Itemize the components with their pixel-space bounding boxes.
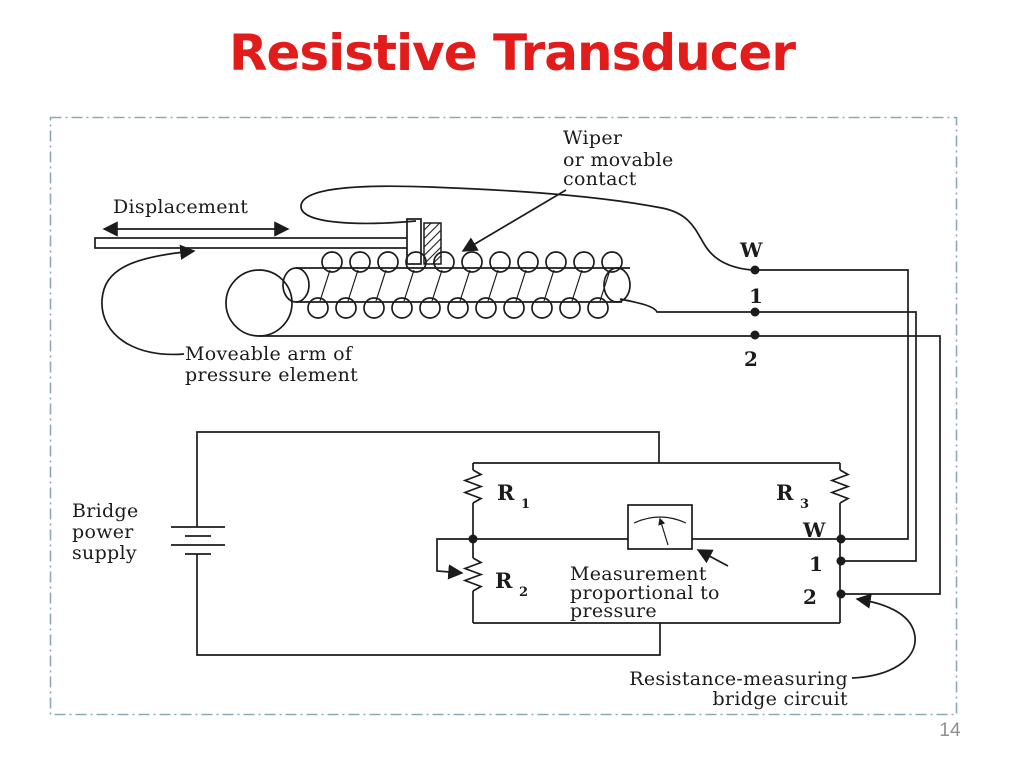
slide-border: [49, 116, 958, 716]
wiper-label-line3: contact: [563, 168, 637, 190]
r1-label: R: [497, 480, 515, 505]
arm-leader-arrow: [101, 244, 196, 356]
wiper-bracket: [406, 218, 422, 265]
displacement-label: Displacement: [113, 196, 248, 218]
terminal-wires: [259, 269, 941, 595]
battery: [171, 526, 225, 555]
r2-sub: 2: [519, 585, 528, 600]
arm-label-line1: Moveable arm of: [185, 343, 354, 365]
resistor-r2: [462, 557, 484, 592]
supply-label-line1: Bridge: [72, 500, 139, 522]
measurement-label-line2: proportional to: [570, 582, 720, 604]
bridge-label-line1: Resistance-measuring: [629, 668, 848, 690]
wiper-leader-arrow: [461, 189, 567, 252]
r3-sub: 3: [800, 497, 809, 512]
r1-sub: 1: [521, 497, 530, 512]
displacement-rod: [94, 237, 411, 249]
coil-left-loop: [225, 269, 293, 337]
bottom-terminal-1-label: 1: [809, 552, 823, 576]
r3-label: R: [776, 480, 794, 505]
measurement-label-line1: Measurement: [570, 563, 707, 585]
arm-label-line2: pressure element: [185, 364, 358, 386]
bridge-label-line2: bridge circuit: [712, 688, 848, 710]
measurement-label-line3: pressure: [570, 600, 657, 622]
coil: [225, 251, 631, 337]
wiper-wire: [300, 185, 753, 271]
tap-arrow: [436, 538, 473, 580]
bottom-terminal-2-label: 2: [803, 585, 817, 609]
wiper-contact: [423, 222, 442, 265]
wiper-label-line1: Wiper: [563, 127, 623, 149]
page-number: 14: [939, 720, 961, 741]
top-terminal-w-label: W: [739, 238, 763, 262]
supply-label-line3: supply: [72, 542, 137, 564]
bridge-leader-arrow: [851, 593, 916, 679]
page-title: Resistive Transducer: [229, 24, 796, 82]
power-loop-wires: [196, 431, 661, 656]
bridge-rectangle: [462, 462, 851, 624]
top-terminal-1-label: 1: [749, 284, 763, 308]
meter: [627, 504, 693, 550]
resistor-r3: [829, 469, 851, 504]
bottom-terminal-w-label: W: [802, 518, 826, 542]
top-terminal-2-label: 2: [744, 347, 758, 371]
supply-label-line2: power: [72, 521, 134, 543]
wiper-label-line2: or movable: [563, 149, 674, 171]
meter-needle: [658, 517, 669, 546]
r2-label: R: [495, 568, 513, 593]
resistor-r1: [462, 469, 484, 504]
meter-leader-arrow: [696, 549, 729, 567]
